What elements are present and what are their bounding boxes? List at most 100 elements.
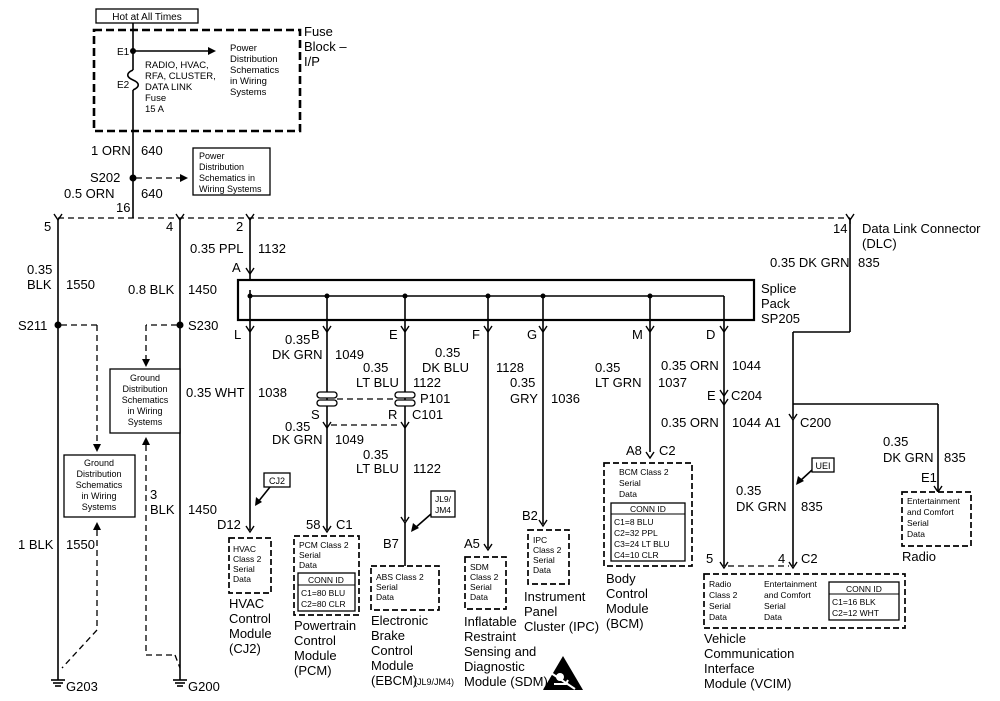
hvac-text-1: HVAC <box>233 544 256 554</box>
ground-circuit-g203: 0.35 BLK 1550 S211 Ground Distribution S… <box>18 220 136 694</box>
splice-pin-e: E <box>389 327 398 342</box>
sdm-name-5: Module (SDM) <box>464 674 548 689</box>
electronic-brake-control-module: JL9/ JM4 B7 ABS Class 2 Serial Data Elec… <box>370 490 456 688</box>
ipc-pin-b2: B2 <box>522 508 538 523</box>
hvac-tag-box <box>263 472 291 488</box>
vcim-wire-color: DK GRN <box>736 499 787 514</box>
s230-junction <box>176 321 184 329</box>
orn-1-circuit: 640 <box>141 143 163 158</box>
bcm-conn-row-4: C4=10 CLR <box>614 550 659 560</box>
radio-text-2: and Comfort <box>907 507 954 517</box>
sdm-name-2: Restraint <box>464 629 516 644</box>
sdm-text-4: Data <box>470 592 488 602</box>
body-control-module: A8 C2 BCM Class 2 Serial Data CONN ID C1… <box>603 443 693 631</box>
ground-ref-b-4: in Wiring <box>127 406 162 416</box>
ground-ref-a-4: in Wiring <box>81 491 116 501</box>
bcm-name-3: Module <box>606 601 649 616</box>
splice-pin-a: A <box>232 260 241 275</box>
s202-ref-1: Power <box>199 151 225 161</box>
s202-ref-2: Distribution <box>199 162 244 172</box>
splice-pin-d: D <box>706 327 715 342</box>
vcim-tag-box <box>811 457 835 473</box>
fuse-desc-5: 15 A <box>145 104 165 115</box>
bcm-name-2: Control <box>606 586 648 601</box>
m-color: LT GRN <box>595 375 641 390</box>
term-e <box>400 325 410 334</box>
bcm-conn-row-2: C2=32 PPL <box>614 528 658 538</box>
c101-r-terminal <box>400 421 410 430</box>
bcm-conn-row-3: C3=24 LT BLU <box>614 539 670 549</box>
fuse-power-ref-1: Power <box>230 43 257 54</box>
sdm-a5-terminal <box>483 543 493 552</box>
c200-pin-a1: A1 <box>765 415 781 430</box>
vcim-radio-4: Data <box>709 612 727 622</box>
b-circuit: 1049 <box>335 347 364 362</box>
e2-label: E2 <box>117 80 130 91</box>
r-gauge: 0.35 <box>363 447 388 462</box>
ground-ref-a-3: Schematics <box>76 480 123 490</box>
blk-035-color: BLK <box>27 277 52 292</box>
s-color: DK GRN <box>272 432 323 447</box>
dlc-pin-5: 5 <box>44 219 51 234</box>
hot-at-all-times-box <box>95 8 199 24</box>
dlc-pin-4-terminal <box>175 213 185 222</box>
ebcm-pin-b7: B7 <box>383 536 399 551</box>
s-gauge: 0.35 <box>285 419 310 434</box>
r-color: LT BLU <box>356 461 399 476</box>
p101-e-connector-icon <box>394 391 416 399</box>
vcim-ent-4: Data <box>764 612 782 622</box>
hvac-name-2: Control <box>229 611 271 626</box>
term-b <box>322 325 332 334</box>
f-circuit: 1128 <box>496 360 524 375</box>
bcm-conn-c2: C2 <box>659 443 676 458</box>
ground-ref-b-3: Schematics <box>122 395 169 405</box>
sdm-text-2: Class 2 <box>470 572 499 582</box>
radio-wire-circuit: 835 <box>944 450 966 465</box>
c204-label: C204 <box>731 388 762 403</box>
s230-label: S230 <box>188 318 218 333</box>
pcm-text-3: Data <box>299 560 317 570</box>
vcim-pin-5: 5 <box>706 551 713 566</box>
vcim-conn-row-2: C2=12 WHT <box>832 608 879 618</box>
bus-dot-l <box>247 293 253 299</box>
vcim-pin-4: 4 <box>778 551 785 566</box>
fuse-power-ref-4: in Wiring <box>230 76 267 87</box>
blk1-label: 1 BLK <box>18 537 54 552</box>
bcm-conn-id-title: CONN ID <box>630 504 666 514</box>
ground-ref-b-up-arrow-icon <box>142 437 150 445</box>
c204-terminal-upper <box>719 389 729 398</box>
sdm-text-3: Serial <box>470 582 492 592</box>
g203-ground-icon <box>51 679 65 687</box>
bcm-name-4: (BCM) <box>606 616 644 631</box>
dlc-pin-14-terminal <box>845 213 855 222</box>
pcm-pin-58: 58 <box>306 517 320 532</box>
ipc-text-4: Data <box>533 565 551 575</box>
fuse-icon <box>126 69 140 91</box>
blk3-color: BLK <box>150 502 175 517</box>
instrument-panel-cluster: B2 IPC Class 2 Serial Data Instrument Pa… <box>522 508 599 634</box>
hvac-text-3: Serial <box>233 564 255 574</box>
c204-pin-e: E <box>707 388 716 403</box>
radio-name: Radio <box>902 549 936 564</box>
pcm-conn-row-2: C2=80 CLR <box>301 599 346 609</box>
p101-b-connector-icon <box>316 391 338 399</box>
splice-pack-title-3: SP205 <box>761 311 800 326</box>
ground-ref-box-b <box>109 368 181 434</box>
hvac-text-2: Class 2 <box>233 554 262 564</box>
vcim-radio-3: Serial <box>709 601 731 611</box>
vcim-pin-5-terminal <box>719 561 729 570</box>
sdm-module-box <box>464 556 507 610</box>
blk1-circuit: 1550 <box>66 537 95 552</box>
hot-at-all-times-label: Hot at All Times <box>112 12 181 23</box>
hvac-control-module: D12 CJ2 HVAC Class 2 Serial Data HVAC Co… <box>217 472 291 656</box>
radio-pin-e1: E1 <box>921 470 937 485</box>
ground-ref-box-a <box>63 454 136 518</box>
ipc-name-2: Panel <box>524 604 557 619</box>
ipc-text-1: IPC <box>533 535 547 545</box>
g-circuit: 1036 <box>551 391 580 406</box>
splice-pack-outline <box>236 278 756 322</box>
fuse-desc-1: RADIO, HVAC, <box>145 60 209 71</box>
radio-wire-gauge: 0.35 <box>883 434 908 449</box>
sdm-text-1: SDM <box>470 562 489 572</box>
g-gauge: 0.35 <box>510 375 535 390</box>
